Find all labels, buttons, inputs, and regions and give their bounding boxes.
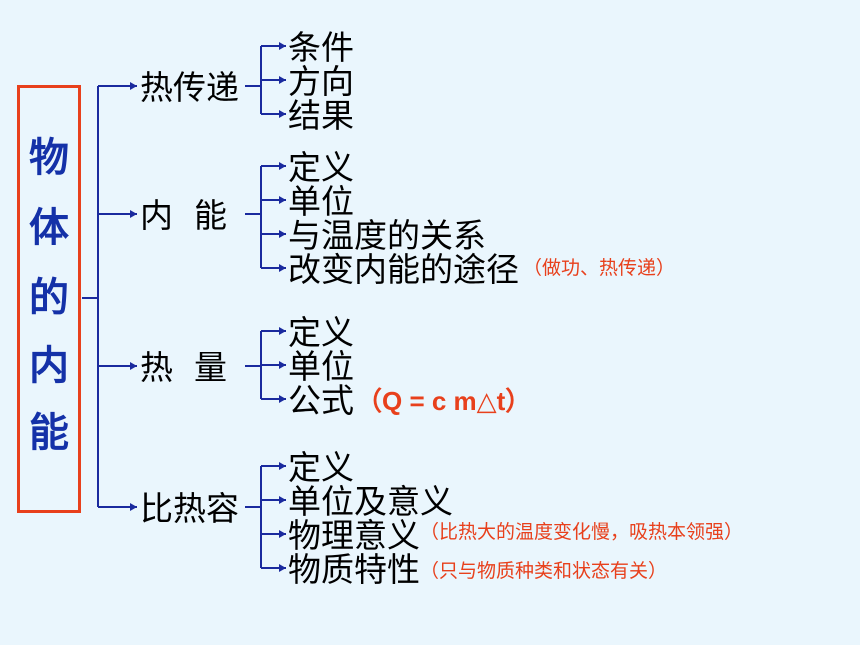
title-char: 体: [29, 205, 69, 251]
item-label: 方向: [288, 62, 354, 101]
arrow-head-icon: [279, 395, 286, 403]
title-char: 能: [29, 410, 69, 456]
arrow-head-icon: [279, 196, 286, 204]
arrow-head-icon: [279, 361, 286, 369]
arrow-head-icon: [279, 564, 286, 572]
branch-label-heat: 热 量: [140, 348, 227, 387]
item-label: 单位: [288, 182, 354, 221]
item-label: 物理意义: [288, 516, 420, 555]
item-label: 定义: [288, 148, 354, 187]
arrow-head-icon: [279, 264, 286, 272]
item-label: 改变内能的途径: [288, 250, 519, 289]
arrow-head-icon: [279, 530, 286, 538]
arrow-head-icon: [279, 76, 286, 84]
arrow-head-icon: [130, 82, 137, 90]
arrow-head-icon: [130, 210, 137, 218]
title-char: 的: [29, 275, 69, 321]
title-char: 物: [29, 135, 69, 181]
branch-label-heat-transfer: 热传递: [140, 68, 239, 107]
item-label: 定义: [288, 448, 354, 487]
item-note: （做功、热传递）: [523, 257, 676, 279]
title-box: 物 体 的 内 能: [17, 85, 81, 513]
item-note: （比热大的温度变化慢，吸热本领强）: [420, 521, 744, 543]
item-label: 单位及意义: [288, 482, 453, 521]
item-label: 与温度的关系: [288, 216, 486, 255]
arrow-head-icon: [279, 42, 286, 50]
branch-label-specific-heat: 比热容: [140, 489, 239, 528]
arrow-head-icon: [130, 362, 137, 370]
arrow-head-icon: [279, 110, 286, 118]
item-label: 结果: [288, 96, 354, 135]
item-note: （只与物质种类和状态有关）: [420, 560, 668, 582]
item-label: 公式: [288, 381, 354, 420]
item-label: 物质特性: [288, 550, 420, 589]
branch-label-internal-energy: 内 能: [140, 196, 227, 235]
title-char: 内: [29, 343, 69, 389]
formula-note: （Q = c m△t）: [356, 386, 532, 416]
item-label: 条件: [288, 28, 354, 67]
arrow-head-icon: [279, 327, 286, 335]
arrow-head-icon: [279, 230, 286, 238]
arrow-head-icon: [130, 503, 137, 511]
arrow-head-icon: [279, 462, 286, 470]
arrow-head-icon: [279, 496, 286, 504]
item-label: 单位: [288, 347, 354, 386]
arrow-head-icon: [279, 162, 286, 170]
item-label: 定义: [288, 313, 354, 352]
